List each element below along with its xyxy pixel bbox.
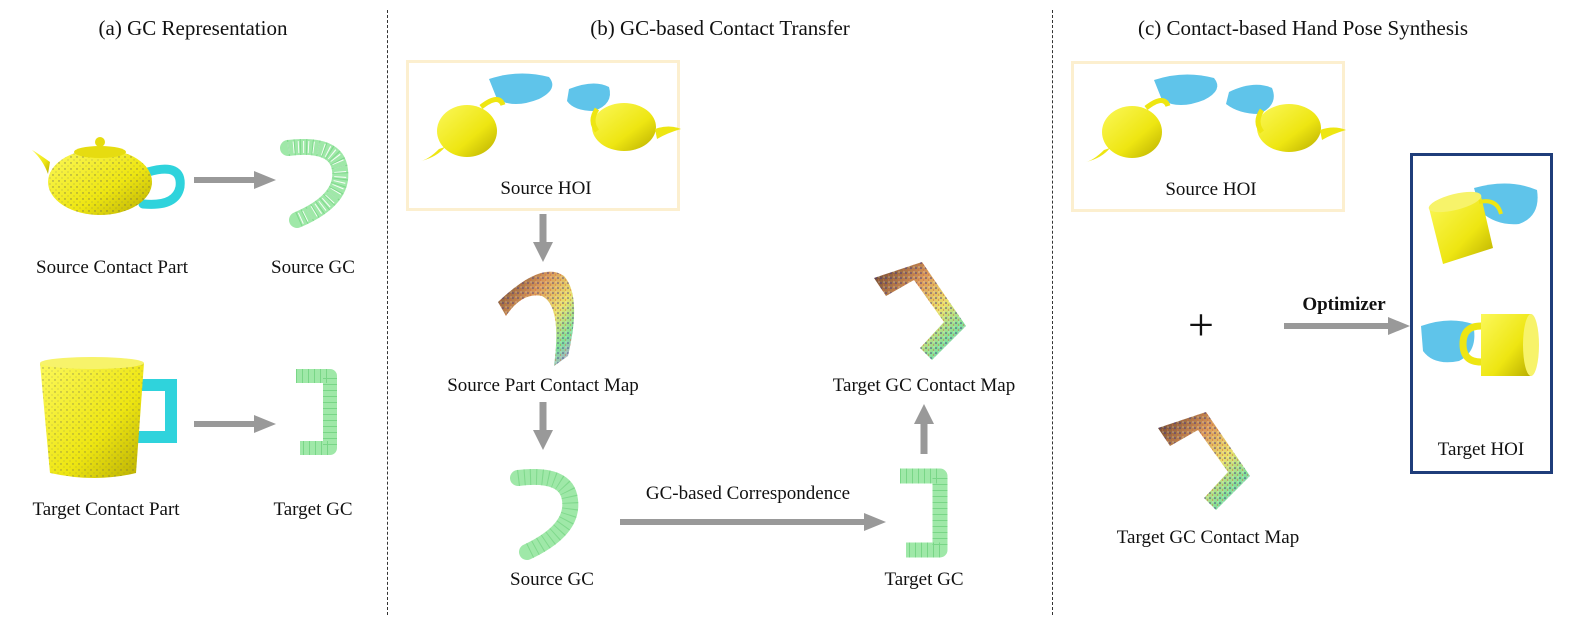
target-gc-contact-map-b [874,262,966,360]
arrow-optimizer [1284,317,1410,335]
target-gc-contact-map-c [1158,412,1250,510]
target-hoi-box: Target HOI [1410,153,1553,474]
source-gc-b [510,469,579,560]
arrow-a-top [194,171,276,189]
source-contact-part-label: Source Contact Part [36,257,188,278]
source-part-contact-map-label: Source Part Contact Map [447,375,639,396]
optimizer-label: Optimizer [1302,294,1386,315]
target-gc-contact-map-label-b: Target GC Contact Map [832,375,1016,396]
source-hoi-box-c: Source HOI [1071,61,1346,212]
gc-correspondence-label: GC-based Correspondence [645,483,851,504]
arrow-a-bottom [194,415,276,433]
target-gc-contact-map-label-c: Target GC Contact Map [1116,527,1300,548]
panel-c-title: (c) Contact-based Hand Pose Synthesis [1137,16,1469,40]
source-part-contact-map [498,271,575,366]
source-hoi-label-c: Source HOI [1165,179,1257,200]
target-gc-b [900,468,948,558]
source-hoi-image-c [1086,74,1346,162]
source-gc-label-b: Source GC [510,569,594,590]
divider-ab [387,10,388,615]
source-gc-label-a: Source GC [271,257,355,278]
target-gc-label-b: Target GC [884,569,964,590]
target-hoi-bottom [1421,314,1539,376]
source-teapot-part [32,137,185,215]
target-hoi-top [1428,183,1538,264]
arrow-correspondence [620,513,886,531]
arrow-b-1 [533,214,553,262]
panel-b-title: (b) GC-based Contact Transfer [590,16,850,40]
arrow-b-2 [533,402,553,450]
source-hoi-label-b: Source HOI [500,178,592,199]
target-contact-part-label: Target Contact Part [32,499,180,520]
plus-sign: + [1188,299,1214,350]
target-hoi-label: Target HOI [1437,439,1525,460]
source-hoi-image-b [421,73,681,161]
arrow-b-up [914,404,934,454]
target-gc-label-a: Target GC [273,499,353,520]
source-gc-a [280,139,349,228]
source-hoi-box-b: Source HOI [406,60,681,211]
target-mug-part [40,357,177,478]
target-gc-a [296,369,337,455]
divider-bc [1052,10,1053,615]
panel-a-title: (a) GC Representation [98,16,288,40]
